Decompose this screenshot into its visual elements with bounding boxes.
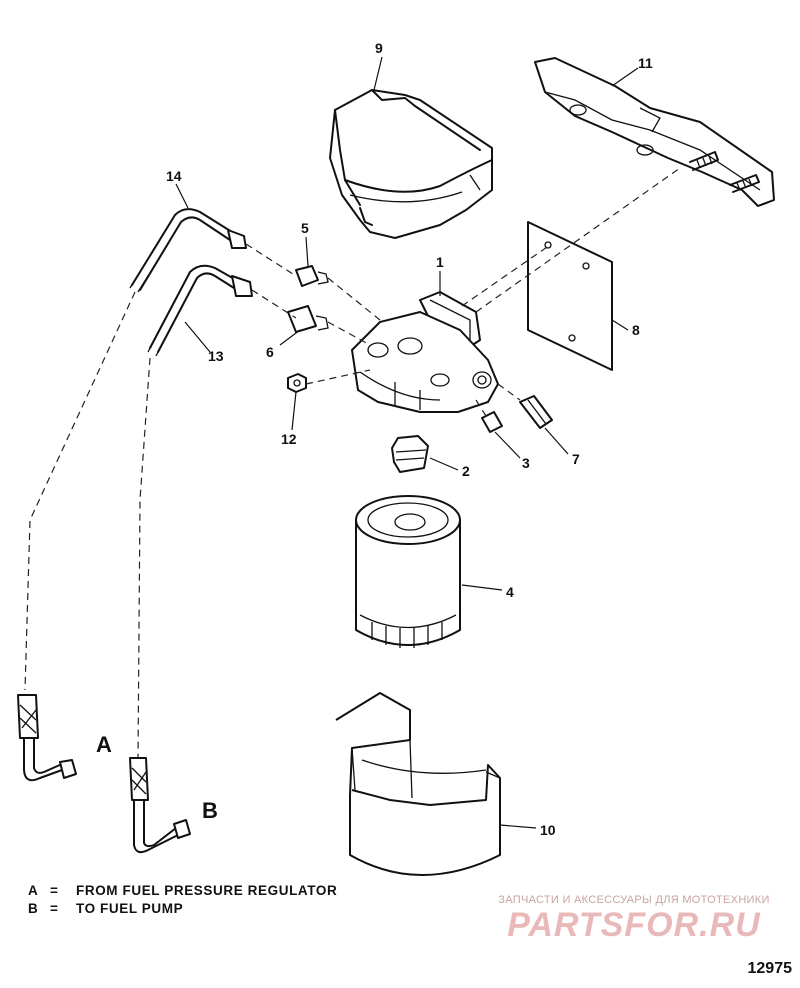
callout-2: 2 xyxy=(462,463,470,479)
part-13-fuel-line xyxy=(137,264,253,761)
alignment-lines xyxy=(245,167,681,417)
callout-12: 12 xyxy=(281,431,297,447)
part-11-bracket xyxy=(534,57,775,207)
line-letter-a: A xyxy=(96,732,112,757)
callout-13: 13 xyxy=(208,348,224,364)
part-8-gasket xyxy=(527,221,613,371)
part-6-fitting xyxy=(287,305,329,333)
callout-11: 11 xyxy=(638,55,653,71)
line-letter-b: B xyxy=(202,798,218,823)
legend-text: TO FUEL PUMP xyxy=(76,901,184,916)
part-4-filter xyxy=(355,495,461,648)
part-10-guard xyxy=(335,692,501,876)
watermark-logo: PARTSFOR.RU xyxy=(507,906,761,944)
watermark-tagline: ЗАПЧАСТИ И АКСЕССУАРЫ ДЛЯ МОТОТЕХНИКИ xyxy=(498,894,770,906)
part-14-fuel-line xyxy=(24,208,247,691)
line-b-end xyxy=(129,757,191,854)
legend-row-b: B = TO FUEL PUMP xyxy=(28,900,337,918)
callouts: 9 11 14 5 1 8 13 6 12 3 7 2 4 10 xyxy=(166,40,653,838)
legend-row-a: A = FROM FUEL PRESSURE REGULATOR xyxy=(28,882,337,900)
callout-6: 6 xyxy=(266,344,274,360)
callout-5: 5 xyxy=(301,220,309,236)
part-12-nut xyxy=(287,373,307,393)
legend-key: B xyxy=(28,901,39,916)
part-2-plug xyxy=(391,435,429,473)
legend-equals: = xyxy=(50,901,59,916)
part-3-fitting xyxy=(481,411,503,433)
legend-key: A xyxy=(28,883,39,898)
part-7-fitting xyxy=(519,395,553,429)
part-9-cover xyxy=(329,89,493,239)
callout-8: 8 xyxy=(632,322,640,338)
leader-lines xyxy=(175,56,639,829)
legend-equals: = xyxy=(50,883,59,898)
callout-4: 4 xyxy=(506,584,514,600)
part-5-fitting xyxy=(295,265,329,287)
figure-number: 12975 xyxy=(747,960,793,977)
callout-7: 7 xyxy=(572,451,580,467)
watermark: ЗАПЧАСТИ И АКСЕССУАРЫ ДЛЯ МОТОТЕХНИКИ PA… xyxy=(484,894,784,944)
callout-9: 9 xyxy=(375,40,383,56)
legend: A = FROM FUEL PRESSURE REGULATOR B = TO FUEL… xyxy=(28,882,337,918)
callout-1: 1 xyxy=(436,254,444,270)
line-a-end xyxy=(17,694,77,782)
callout-3: 3 xyxy=(522,455,530,471)
part-1-filter-head xyxy=(351,291,499,413)
callout-14: 14 xyxy=(166,168,182,184)
callout-10: 10 xyxy=(540,822,556,838)
legend-text: FROM FUEL PRESSURE REGULATOR xyxy=(76,883,338,898)
